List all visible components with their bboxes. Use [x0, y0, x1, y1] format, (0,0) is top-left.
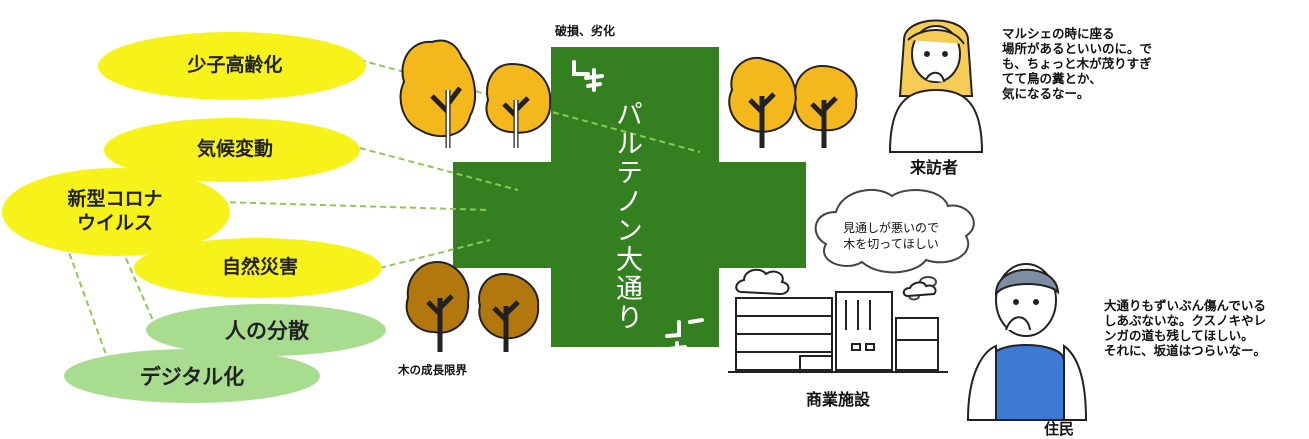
- tree-icon: [405, 260, 470, 352]
- trend-ellipse: [146, 304, 386, 356]
- tree-icon: [728, 56, 797, 148]
- bubble-line: 見通しが悪いので: [842, 221, 939, 235]
- factor-covid-label: 新型コロナ ウイルス: [10, 184, 220, 240]
- commercial-building-icon: [728, 291, 948, 373]
- factor-ellipse: [134, 238, 382, 298]
- resident-quote-line: ンガの道も残してほしい。: [1104, 328, 1254, 343]
- visitor-quote-line: も、ちょっと木が茂りすぎ: [1002, 56, 1152, 71]
- factor-ellipse: [104, 118, 360, 182]
- resident-person-icon: [966, 263, 1088, 421]
- street-cross: [453, 47, 806, 347]
- tree-icon: [399, 39, 477, 148]
- factor-covid-line2: ウイルス: [76, 212, 153, 234]
- tree-icon: [794, 64, 858, 148]
- visitor-quote-line: 気になるなー。: [1002, 86, 1090, 101]
- visitor-label: 来訪者: [910, 158, 959, 177]
- resident-quote-line: それに、坂道はつらいなー。: [1104, 343, 1267, 358]
- resident-quote-line: 大通りもずいぶん傷んでいる: [1104, 298, 1266, 313]
- factor-climate-label: 気候変動: [196, 138, 273, 161]
- factor-ellipse: [2, 168, 230, 256]
- factor-covid-line1: 新型コロナ: [67, 188, 163, 211]
- connector-lines: [65, 59, 701, 361]
- damage-label: 破損、劣化: [555, 24, 616, 38]
- resident-quote-line: しあぶないな。クスノキやレ: [1104, 313, 1267, 328]
- factor-ellipse: [98, 32, 366, 100]
- visitor-person-icon: [888, 19, 984, 153]
- factor-disaster-label: 自然災害: [221, 256, 298, 279]
- cloud-icon: [735, 268, 937, 298]
- tree-icon: [485, 62, 552, 148]
- commercial-label: 商業施設: [806, 390, 871, 409]
- trend-ellipse: [64, 349, 320, 403]
- bubble-text: 見通しが悪いので 木を切ってほしい: [836, 220, 946, 252]
- damage-mark-icon: [665, 318, 704, 362]
- factor-aging-label: 少子高齢化: [187, 54, 283, 77]
- visitor-quote-line: てて鳥の糞とか、: [1002, 71, 1102, 86]
- tree-limit-label: 木の成長限界: [398, 363, 467, 377]
- bubble-line: 木を切ってほしい: [843, 237, 939, 251]
- trend-digital-label: デジタル化: [139, 365, 245, 389]
- damage-mark-icon: [572, 60, 604, 92]
- visitor-quote-line: 場所があるといいのに。で: [1002, 41, 1153, 56]
- visitor-quote: マルシェの時に座る 場所があるといいのに。で も、ちょっと木が茂りすぎ てて鳥の…: [1002, 26, 1152, 101]
- resident-quote: 大通りもずいぶん傷んでいる しあぶないな。クスノキやレ ンガの道も残してほしい。…: [1104, 298, 1266, 358]
- street-name: パルテノン大通り: [611, 100, 642, 332]
- trend-dispersion-label: 人の分散: [225, 319, 309, 343]
- resident-label: 住民: [1044, 420, 1075, 438]
- visitor-quote-line: マルシェの時に座る: [1002, 26, 1115, 41]
- tree-icon: [478, 272, 540, 352]
